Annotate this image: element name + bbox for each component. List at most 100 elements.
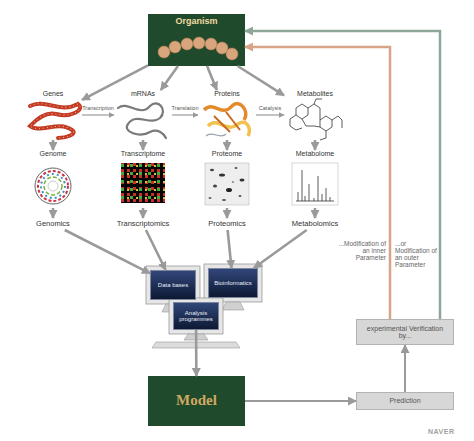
gel-image	[219, 174, 225, 177]
monitor-screen: Data bases	[150, 270, 196, 300]
gel-image	[222, 199, 226, 201]
node-text: Organism	[175, 17, 217, 26]
gene-illustration	[30, 104, 80, 138]
node-text: Genomics	[36, 220, 70, 228]
genome-map	[44, 177, 62, 195]
molecule-box: Proteins	[198, 90, 256, 140]
watermark: NAVER	[428, 428, 454, 435]
cocci-chain	[181, 38, 193, 50]
omics-label: Transcriptomics	[106, 218, 180, 230]
omics-label: Genomics	[24, 218, 82, 230]
spectrum-image	[296, 170, 334, 201]
node-text: Metabolites	[297, 90, 333, 97]
flow-arrow	[314, 140, 317, 150]
computer-monitors	[204, 264, 262, 302]
flow-arrow	[254, 230, 307, 268]
mrna-illustration	[118, 103, 166, 138]
verification-box: experimental Verification by...	[356, 319, 454, 345]
ome-box: Metabolome	[282, 150, 348, 208]
computer-monitors	[146, 266, 200, 304]
edge-label: Transcription	[80, 106, 116, 112]
edge-label: Catalysis	[254, 106, 286, 112]
molecule-box: Metabolites	[284, 90, 346, 140]
omics-label: Proteomics	[198, 218, 256, 230]
model-box: Model	[148, 376, 245, 426]
ome-box: Transcriptome	[110, 150, 176, 208]
omics-label: Metabolomics	[280, 218, 350, 230]
cocci-chain	[193, 37, 205, 49]
node-text: Transcriptomics	[117, 220, 170, 228]
metabolite-illustration	[308, 104, 320, 120]
node-text: Genes	[43, 90, 64, 97]
gel-image	[213, 185, 217, 188]
flow-arrow	[52, 140, 55, 150]
flow-arrow	[245, 47, 390, 319]
protein-illustration	[206, 134, 226, 136]
gene-illustration	[30, 104, 80, 138]
node-text: Model	[176, 393, 217, 409]
node-text: Prediction	[389, 397, 420, 404]
flow-arrow	[82, 65, 148, 99]
monitor-screen: Bioinformatics	[208, 268, 258, 298]
flow-arrow	[65, 230, 150, 273]
protein-illustration	[204, 104, 249, 136]
flow-arrow	[256, 114, 284, 115]
node-text: Proteomics	[208, 220, 246, 228]
genome-map	[41, 174, 65, 198]
spectrum-image	[292, 163, 338, 205]
metabolite-illustration	[332, 116, 342, 128]
computer-monitors	[152, 342, 240, 348]
flow-arrow	[142, 208, 145, 218]
flow-arrow	[161, 66, 178, 90]
metabolite-illustration	[302, 119, 320, 127]
flow-arrow	[146, 230, 166, 270]
genome-map	[35, 168, 71, 204]
computer-monitors	[184, 334, 208, 340]
flow-arrow	[404, 345, 406, 392]
flow-arrow	[238, 66, 284, 95]
gel-image	[210, 169, 214, 171]
flow-arrow	[314, 208, 317, 218]
node-text: Transcriptome	[121, 150, 165, 157]
cocci-chain	[216, 42, 228, 54]
microarray-image	[121, 163, 165, 203]
metabolite-illustration	[314, 99, 322, 104]
node-text: Metabolome	[296, 150, 335, 157]
gel-image	[209, 197, 212, 199]
computer-monitors	[222, 302, 244, 310]
flow-arrow	[172, 114, 198, 115]
cocci-chain	[205, 38, 217, 50]
spectrum-image	[292, 163, 338, 205]
flow-arrow	[142, 140, 145, 150]
gel-image	[226, 188, 232, 192]
gel-image	[239, 195, 242, 197]
metabolite-illustration	[320, 131, 326, 140]
gel-image	[235, 167, 238, 169]
genome-map	[38, 171, 68, 201]
flow-arrow	[245, 31, 440, 319]
protein-illustration	[208, 122, 249, 136]
gel-image	[205, 163, 249, 205]
organism-box: Organism	[148, 14, 245, 66]
flow-arrow	[228, 230, 232, 268]
computer-monitors	[146, 264, 262, 348]
node-text: experimental Verification by...	[360, 325, 450, 340]
ome-box: Proteome	[198, 150, 256, 208]
genome-map	[35, 168, 71, 204]
metabolite-illustration	[320, 116, 332, 131]
node-text: Metabolomics	[292, 220, 338, 228]
molecule-box: mRNAs	[114, 90, 172, 140]
node-text: mRNAs	[131, 90, 155, 97]
flow-arrow	[226, 208, 229, 218]
gel-image	[205, 163, 249, 205]
metabolite-illustration	[296, 104, 308, 119]
edge-label: Translation	[168, 106, 202, 112]
node-text: Bioinformatics	[214, 280, 252, 286]
metabolite-illustration	[290, 115, 302, 130]
flow-arrow	[82, 114, 114, 115]
gene-illustration	[30, 104, 80, 138]
cocci-chain	[226, 48, 238, 60]
flow-arrow	[52, 208, 55, 218]
cocci-chain	[158, 46, 170, 58]
